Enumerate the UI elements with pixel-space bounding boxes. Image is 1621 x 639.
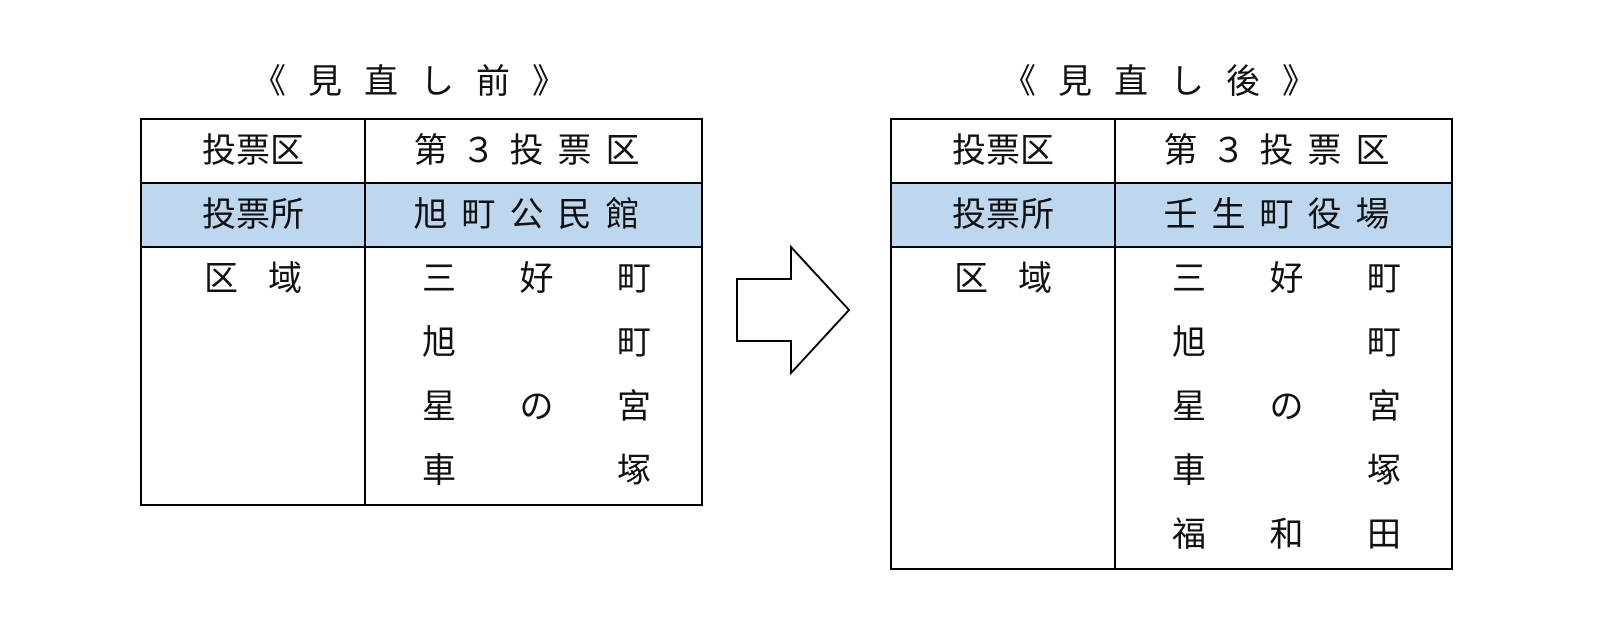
district-item: 車塚 bbox=[422, 440, 651, 504]
polling-place-row: 投票所 旭町公民館 bbox=[140, 182, 703, 248]
district-list-after: 三好町旭町星の宮車塚福和田 bbox=[1116, 248, 1451, 568]
district-item: 星の宮 bbox=[422, 376, 651, 440]
district-char bbox=[1270, 440, 1304, 504]
district-char: 宮 bbox=[1367, 387, 1401, 427]
precinct-table-after: 投票区 第３投票区 投票所 壬生町役場 区域 三好町旭町星の宮車塚福和田 bbox=[890, 118, 1453, 570]
district-char bbox=[1270, 312, 1304, 376]
district-char: 星 bbox=[422, 387, 456, 427]
district-char: 塚 bbox=[617, 451, 651, 491]
district-char: 和 bbox=[1269, 515, 1304, 555]
district-char: 町 bbox=[1367, 323, 1401, 363]
district-char: 福 bbox=[1172, 515, 1206, 555]
header-value: 第３投票区 bbox=[364, 118, 703, 184]
area-label: 区域 bbox=[954, 259, 1082, 299]
place-value: 旭町公民館 bbox=[364, 182, 703, 248]
district-char: 好 bbox=[519, 259, 554, 299]
district-item: 三好町 bbox=[422, 248, 651, 312]
header-row: 投票区 第３投票区 bbox=[890, 118, 1453, 184]
right-arrow-icon bbox=[736, 245, 851, 375]
district-char: 三 bbox=[1172, 259, 1206, 299]
district-char: 町 bbox=[617, 323, 651, 363]
district-char: の bbox=[1269, 387, 1304, 427]
place-value: 壬生町役場 bbox=[1114, 182, 1453, 248]
area-row: 区域 三好町旭町星の宮車塚 bbox=[140, 247, 703, 506]
district-char: 車 bbox=[422, 451, 456, 491]
district-list-before: 三好町旭町星の宮車塚 bbox=[366, 248, 701, 504]
district-char bbox=[520, 440, 554, 504]
header-label: 投票区 bbox=[890, 118, 1116, 184]
district-cell: 三好町旭町星の宮車塚福和田 bbox=[1114, 247, 1453, 570]
place-label: 投票所 bbox=[140, 182, 366, 248]
header-value: 第３投票区 bbox=[1114, 118, 1453, 184]
area-label: 区域 bbox=[204, 259, 332, 299]
district-item: 旭町 bbox=[1172, 312, 1401, 376]
district-item: 福和田 bbox=[1172, 504, 1401, 568]
district-item: 旭町 bbox=[422, 312, 651, 376]
panel-title-before: 《見直し前》 bbox=[252, 62, 588, 102]
district-char: 旭 bbox=[1172, 323, 1206, 363]
area-label-cell: 区域 bbox=[140, 247, 366, 506]
precinct-table-before: 投票区 第３投票区 投票所 旭町公民館 区域 三好町旭町星の宮車塚 bbox=[140, 118, 703, 506]
polling-place-row: 投票所 壬生町役場 bbox=[890, 182, 1453, 248]
district-item: 車塚 bbox=[1172, 440, 1401, 504]
district-char: 旭 bbox=[422, 323, 456, 363]
district-char bbox=[520, 312, 554, 376]
area-row: 区域 三好町旭町星の宮車塚福和田 bbox=[890, 247, 1453, 570]
district-char: 塚 bbox=[1367, 451, 1401, 491]
panel-title-after: 《見直し後》 bbox=[1002, 62, 1338, 102]
district-char: の bbox=[519, 387, 554, 427]
arrow-shape bbox=[736, 245, 851, 375]
district-char: 宮 bbox=[617, 387, 651, 427]
district-char: 車 bbox=[1172, 451, 1206, 491]
district-char: 三 bbox=[422, 259, 456, 299]
district-char: 星 bbox=[1172, 387, 1206, 427]
area-label-cell: 区域 bbox=[890, 247, 1116, 570]
district-item: 三好町 bbox=[1172, 248, 1401, 312]
district-char: 町 bbox=[1367, 259, 1401, 299]
place-label: 投票所 bbox=[890, 182, 1116, 248]
district-cell: 三好町旭町星の宮車塚 bbox=[364, 247, 703, 506]
district-item: 星の宮 bbox=[1172, 376, 1401, 440]
district-char: 好 bbox=[1269, 259, 1304, 299]
header-label: 投票区 bbox=[140, 118, 366, 184]
header-row: 投票区 第３投票区 bbox=[140, 118, 703, 184]
district-char: 田 bbox=[1367, 515, 1401, 555]
district-char: 町 bbox=[617, 259, 651, 299]
